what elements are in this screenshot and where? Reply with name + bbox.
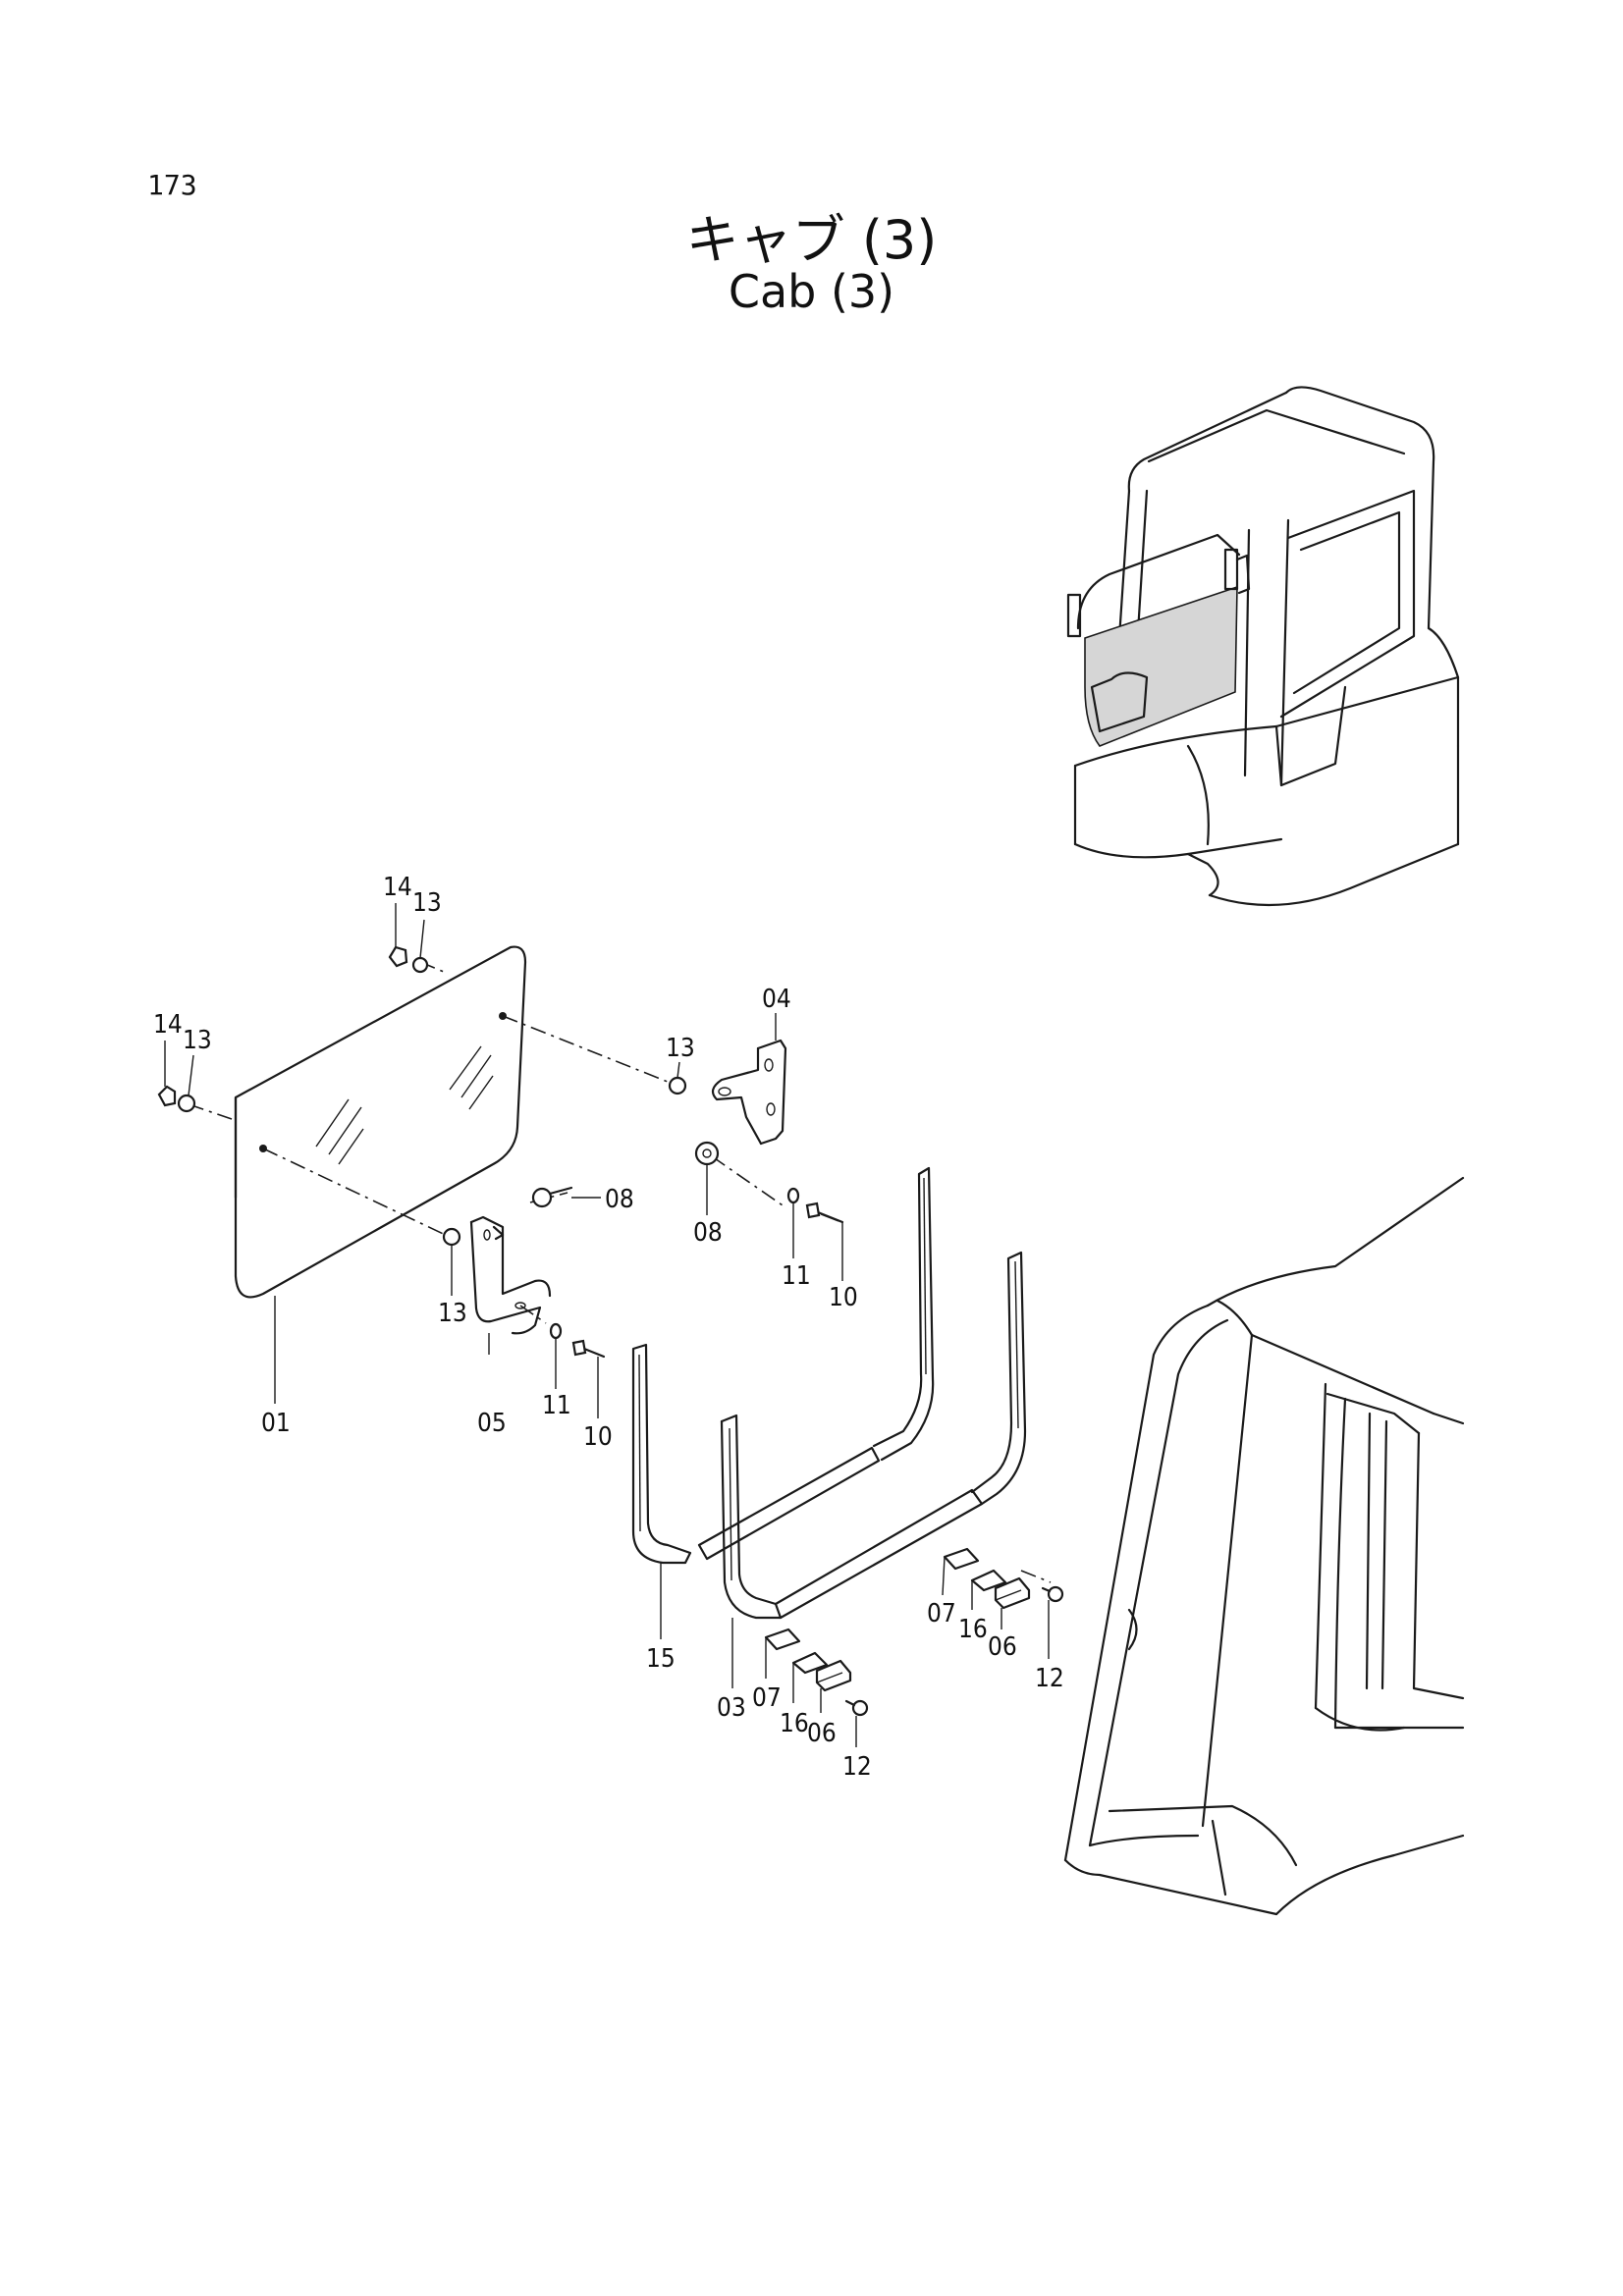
- callout-10: 10: [583, 1422, 613, 1452]
- callout-11: 11: [782, 1261, 811, 1291]
- assembly-centerlines: [188, 961, 1052, 1583]
- callout-07: 07: [752, 1683, 782, 1713]
- glass-panel-01: [234, 945, 527, 1299]
- clip-set-right: [943, 1547, 1064, 1610]
- callout-03: 03: [717, 1693, 746, 1723]
- cab-overview-illustration: [1066, 386, 1460, 907]
- callout-labels: 14 13 14 13 04 13 08 08 11 10 13 01 05 1…: [153, 873, 1064, 1782]
- callout-12: 12: [842, 1752, 872, 1782]
- callout-01: 01: [261, 1409, 291, 1438]
- callout-leader-lines: [164, 903, 1050, 1747]
- callout-13: 13: [438, 1299, 467, 1328]
- callout-06: 06: [988, 1632, 1017, 1662]
- callout-12: 12: [1035, 1664, 1064, 1693]
- callout-15: 15: [646, 1644, 676, 1674]
- title-english: Cab (3): [728, 265, 895, 318]
- hardware-parts: [157, 945, 844, 1359]
- callout-13: 13: [412, 888, 442, 918]
- callout-04: 04: [762, 985, 791, 1014]
- callout-07: 07: [927, 1599, 956, 1629]
- callout-13: 13: [666, 1034, 695, 1063]
- title-japanese: キャブ (3): [685, 209, 938, 271]
- clip-set-left: [764, 1628, 869, 1717]
- callout-13: 13: [183, 1026, 212, 1055]
- callout-05: 05: [477, 1409, 507, 1438]
- callout-14: 14: [153, 1010, 183, 1040]
- callout-08: 08: [605, 1185, 634, 1214]
- callout-11: 11: [542, 1391, 571, 1420]
- callout-10: 10: [829, 1283, 858, 1312]
- cab-body-illustration: [1063, 1176, 1465, 1916]
- callout-16: 16: [958, 1615, 988, 1644]
- weatherstrip-seals: [631, 1166, 1027, 1620]
- page-number: 173: [147, 169, 197, 201]
- callout-06: 06: [807, 1719, 837, 1748]
- callout-08: 08: [693, 1218, 723, 1248]
- callout-14: 14: [383, 873, 412, 902]
- callout-16: 16: [780, 1709, 809, 1738]
